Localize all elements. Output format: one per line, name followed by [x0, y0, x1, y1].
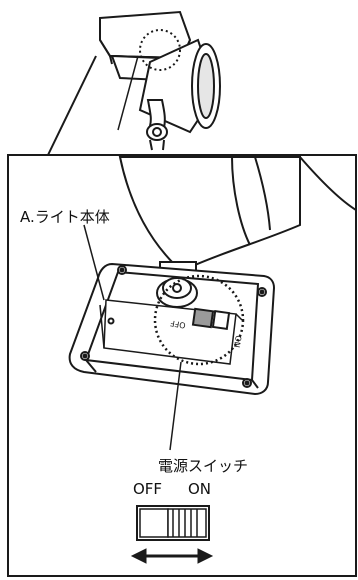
switch-off-label: OFF	[133, 480, 163, 498]
control-box	[68, 262, 276, 396]
overview-zoom-circle	[139, 29, 181, 71]
light-body-leader	[83, 224, 105, 301]
power-switch-leader	[169, 361, 182, 451]
light-body-label: A.ライト本体	[20, 208, 110, 226]
switch-illustration	[136, 505, 210, 541]
overview-light-fixture	[99, 10, 221, 151]
panel-on-mark: ON	[232, 335, 243, 349]
power-switch-label: 電源スイッチ	[158, 457, 249, 475]
switch-on-label: ON	[188, 480, 212, 498]
panel-off-mark: OFF	[169, 318, 186, 330]
detail-frame	[7, 154, 357, 577]
detail-zoom-circle	[153, 274, 245, 366]
slide-direction-arrow	[130, 548, 214, 564]
